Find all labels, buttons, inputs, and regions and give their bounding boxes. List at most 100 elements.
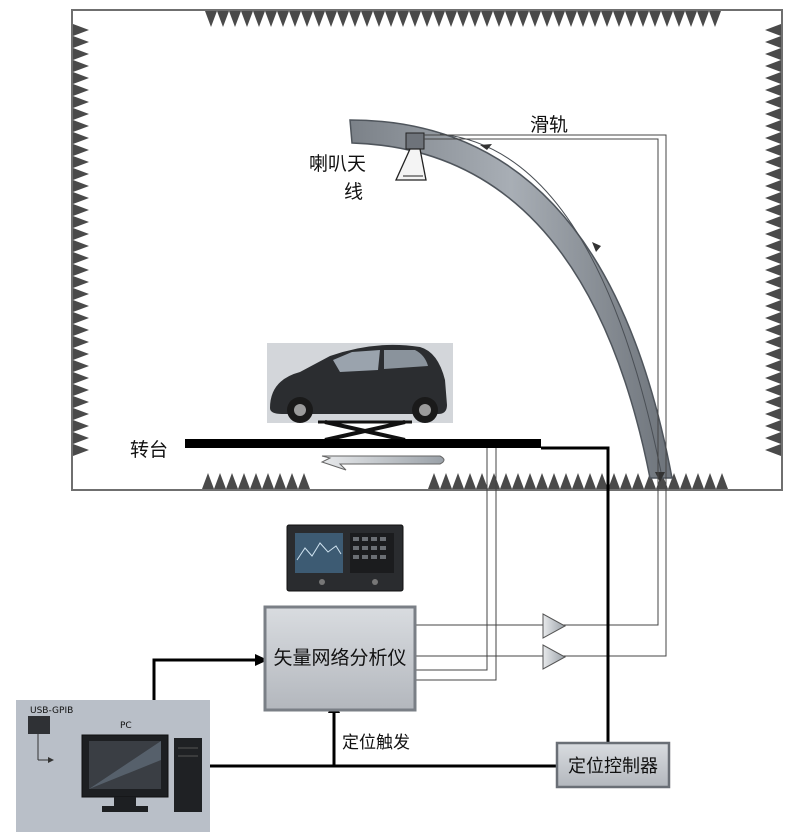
absorber-cone: [73, 108, 89, 120]
absorber-cone: [560, 473, 572, 489]
absorber-cone: [73, 168, 89, 180]
absorber-cone: [680, 473, 692, 489]
absorber-cone: [433, 11, 445, 27]
absorber-bottom-left: [202, 473, 310, 489]
absorber-cone: [250, 473, 262, 489]
absorber-cone: [584, 473, 596, 489]
absorber-cone: [529, 11, 541, 27]
absorber-cone: [73, 180, 89, 192]
absorber-cone: [73, 276, 89, 288]
absorber-cone: [765, 360, 781, 372]
absorber-cone: [661, 11, 673, 27]
control-lines: [152, 446, 610, 768]
absorber-cone: [349, 11, 361, 27]
absorber-cone: [673, 11, 685, 27]
vna-box: [263, 605, 417, 712]
absorber-cone: [524, 473, 536, 489]
absorber-cone: [565, 11, 577, 27]
absorber-cone: [464, 473, 476, 489]
usb-gpib-label: USB-GPIB: [30, 706, 73, 716]
absorber-cone: [644, 473, 656, 489]
absorber-cone: [668, 473, 680, 489]
rotation-arrow-icon: [320, 455, 445, 471]
absorber-cone: [765, 276, 781, 288]
absorber-cone: [493, 11, 505, 27]
absorber-cone: [73, 24, 89, 36]
absorber-cone: [73, 384, 89, 396]
absorber-top: [205, 11, 721, 27]
absorber-cone: [613, 11, 625, 27]
absorber-cone: [601, 11, 613, 27]
absorber-cone: [765, 192, 781, 204]
scissor-lift: [318, 420, 412, 442]
absorber-cone: [765, 252, 781, 264]
absorber-cone: [596, 473, 608, 489]
absorber-cone: [73, 60, 89, 72]
absorber-cone: [73, 84, 89, 96]
absorber-cone: [765, 324, 781, 336]
absorber-cone: [625, 11, 637, 27]
absorber-cone: [765, 396, 781, 408]
absorber-cone: [765, 300, 781, 312]
absorber-cone: [337, 11, 349, 27]
rail-arrow-icon: [480, 144, 492, 150]
absorber-cone: [73, 48, 89, 60]
absorber-cone: [572, 473, 584, 489]
absorber-cone: [608, 473, 620, 489]
absorber-cone: [765, 60, 781, 72]
absorber-cone: [385, 11, 397, 27]
absorber-cone: [481, 11, 493, 27]
absorber-cone: [765, 36, 781, 48]
absorber-cone: [265, 11, 277, 27]
absorber-cone: [517, 11, 529, 27]
absorber-cone: [73, 420, 89, 432]
absorber-cone: [765, 204, 781, 216]
slide-rail-direction-line: [439, 133, 662, 473]
absorber-cone: [428, 473, 440, 489]
absorber-cone: [238, 473, 250, 489]
absorber-cone: [656, 473, 668, 489]
rail-arrow-icon: [592, 242, 601, 252]
absorber-cone: [765, 108, 781, 120]
absorber-cone: [765, 228, 781, 240]
absorber-cone: [765, 312, 781, 324]
absorber-cone: [577, 11, 589, 27]
absorber-cone: [512, 473, 524, 489]
absorber-cone: [716, 473, 728, 489]
absorber-cone: [361, 11, 373, 27]
absorber-cone: [548, 473, 560, 489]
absorber-cone: [765, 96, 781, 108]
car-image: [267, 343, 453, 423]
absorber-cone: [373, 11, 385, 27]
absorber-cone: [765, 156, 781, 168]
absorber-cone: [505, 11, 517, 27]
absorber-cone: [73, 156, 89, 168]
absorber-cone: [765, 384, 781, 396]
absorber-cone: [765, 432, 781, 444]
positioning-controller-box: [555, 741, 671, 789]
absorber-cone: [697, 11, 709, 27]
absorber-cone: [765, 420, 781, 432]
absorber-cone: [765, 348, 781, 360]
absorber-cone: [500, 473, 512, 489]
absorber-cone: [488, 473, 500, 489]
absorber-left: [73, 24, 89, 456]
absorber-cone: [73, 336, 89, 348]
vna-instrument-image: [286, 524, 404, 592]
absorber-cone: [313, 11, 325, 27]
absorber-cone: [541, 11, 553, 27]
absorber-cone: [476, 473, 488, 489]
absorber-cone: [536, 473, 548, 489]
absorber-cone: [589, 11, 601, 27]
pc-label: PC: [120, 721, 132, 731]
absorber-cone: [73, 324, 89, 336]
absorber-cone: [286, 473, 298, 489]
absorber-cone: [253, 11, 265, 27]
absorber-cone: [73, 432, 89, 444]
absorber-cone: [469, 11, 481, 27]
amplifier-icon: [542, 644, 567, 670]
absorber-cone: [440, 473, 452, 489]
absorber-cone: [73, 396, 89, 408]
absorber-cone: [73, 288, 89, 300]
